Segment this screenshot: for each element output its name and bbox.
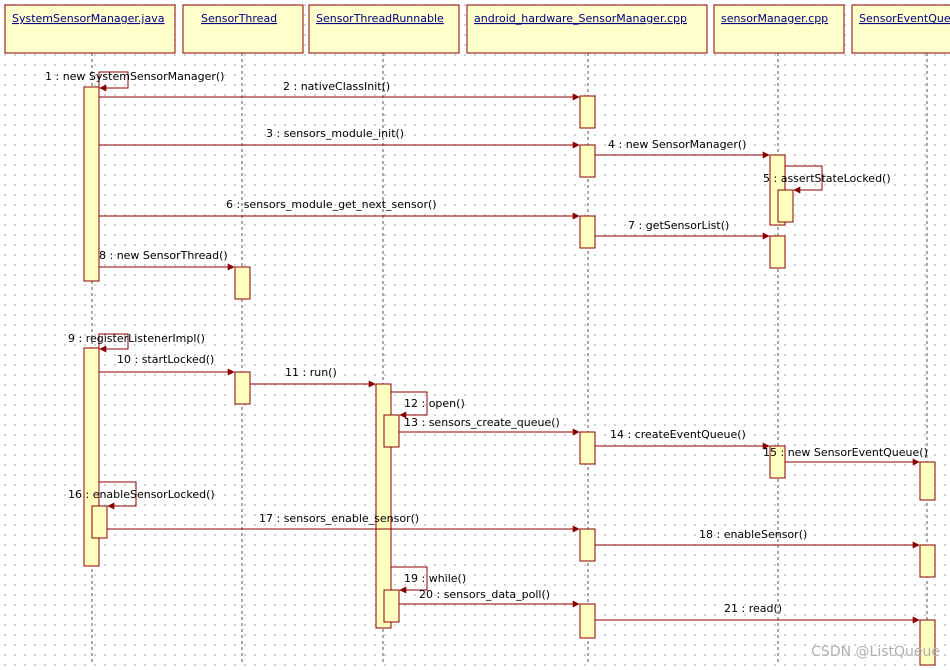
lifeline-label: android_hardware_SensorManager.cpp — [474, 12, 687, 25]
message-5: 5 : assertStateLocked() — [763, 165, 891, 194]
lifeline-label: SensorEventQueue — [859, 12, 950, 25]
activation-bar — [919, 461, 936, 501]
activation-bar — [769, 235, 786, 269]
message-label: 7 : getSensorList() — [628, 219, 729, 232]
activation-bar — [83, 86, 100, 282]
activation-bar — [579, 95, 596, 129]
message-20: 20 : sensors_data_poll() — [399, 588, 580, 608]
message-label: 13 : sensors_create_queue() — [404, 416, 560, 429]
message-2: 2 : nativeClassInit() — [99, 80, 580, 101]
activation-bar — [579, 603, 596, 639]
message-11: 11 : run() — [250, 366, 376, 388]
message-18: 18 : enableSensor() — [595, 528, 920, 549]
message-label: 14 : createEventQueue() — [610, 428, 746, 441]
message-12: 12 : open() — [391, 391, 465, 419]
message-label: 19 : while() — [404, 572, 466, 585]
activation-bar — [579, 215, 596, 249]
message-label: 20 : sensors_data_poll() — [419, 588, 550, 601]
lifeline-label: SystemSensorManager.java — [12, 12, 164, 25]
lifeline-system-sensor-manager: SystemSensorManager.java — [4, 4, 176, 54]
message-label: 2 : nativeClassInit() — [283, 80, 390, 93]
message-6: 6 : sensors_module_get_next_sensor() — [99, 198, 580, 220]
message-label: 3 : sensors_module_init() — [266, 127, 404, 140]
message-14: 14 : createEventQueue() — [595, 428, 770, 450]
message-4: 4 : new SensorManager() — [595, 138, 770, 159]
message-1: 1 : new SystemSensorManager() — [45, 70, 224, 92]
lifeline-label: SensorThread — [201, 12, 277, 25]
message-label: 16 : enableSensorLocked() — [68, 488, 215, 501]
activation-bar — [777, 189, 794, 223]
message-13: 13 : sensors_create_queue() — [399, 416, 580, 436]
message-21: 21 : read() — [595, 602, 920, 624]
message-label: 17 : sensors_enable_sensor() — [259, 512, 419, 525]
message-10: 10 : startLocked() — [99, 353, 235, 376]
activation-bar — [579, 431, 596, 465]
lifeline-label: SensorThreadRunnable — [316, 12, 444, 25]
message-8: 8 : new SensorThread() — [99, 249, 235, 271]
message-label: 9 : registerListenerImpl() — [68, 332, 205, 345]
lifeline-sensor-thread-runnable: SensorThreadRunnable — [308, 4, 460, 54]
message-17: 17 : sensors_enable_sensor() — [107, 512, 580, 533]
activation-bar — [919, 544, 936, 578]
message-9: 9 : registerListenerImpl() — [68, 332, 205, 353]
activation-bar — [91, 505, 108, 539]
message-label: 5 : assertStateLocked() — [763, 172, 891, 185]
message-label: 4 : new SensorManager() — [608, 138, 746, 151]
lifeline-sensor-manager-cpp: sensorManager.cpp — [713, 4, 845, 54]
message-label: 18 : enableSensor() — [699, 528, 807, 541]
message-3: 3 : sensors_module_init() — [99, 127, 580, 149]
activation-bar — [383, 589, 400, 623]
lifeline-sensor-thread: SensorThread — [182, 4, 304, 54]
activation-bar — [579, 144, 596, 178]
message-label: 10 : startLocked() — [117, 353, 214, 366]
lifeline-sensor-event-queue: SensorEventQueue — [851, 4, 950, 54]
message-15: 15 : new SensorEventQueue() — [763, 446, 928, 466]
message-16: 16 : enableSensorLocked() — [68, 481, 215, 510]
activation-bar — [234, 371, 251, 405]
lifeline-label: sensorManager.cpp — [721, 12, 828, 25]
message-label: 8 : new SensorThread() — [99, 249, 228, 262]
activation-bar — [234, 266, 251, 300]
activation-bar — [919, 619, 936, 666]
message-label: 1 : new SystemSensorManager() — [45, 70, 224, 83]
message-label: 21 : read() — [724, 602, 782, 615]
activation-bar — [383, 414, 400, 448]
lifeline-android-hardware-sensor-manager: android_hardware_SensorManager.cpp — [466, 4, 708, 54]
watermark: CSDN @ListQueue — [811, 644, 940, 660]
activation-bar — [579, 528, 596, 562]
message-label: 15 : new SensorEventQueue() — [763, 446, 928, 459]
message-label: 11 : run() — [285, 366, 337, 379]
message-7: 7 : getSensorList() — [595, 219, 770, 240]
message-19: 19 : while() — [391, 566, 466, 594]
message-label: 6 : sensors_module_get_next_sensor() — [226, 198, 437, 211]
message-label: 12 : open() — [404, 397, 465, 410]
